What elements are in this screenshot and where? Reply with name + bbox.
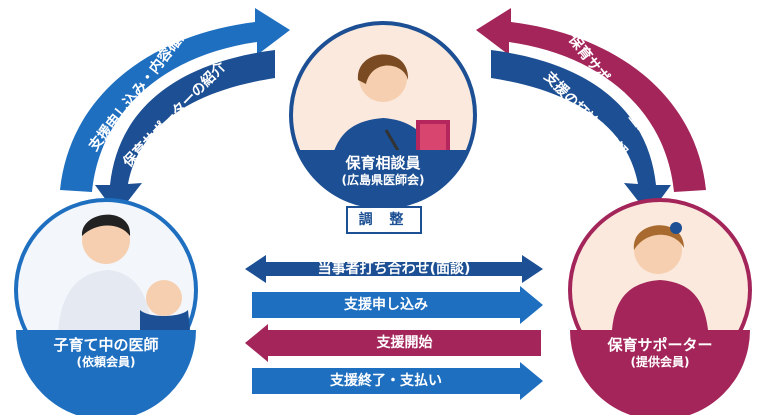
flow-arrow-4: [252, 362, 543, 400]
left-outer-curved-arrow: [60, 8, 290, 192]
left-person-circle: [14, 198, 198, 415]
right-person-circle: [568, 198, 752, 415]
flow-label-4: 支援終了・支払い: [330, 373, 442, 389]
right-role-title: 保育サポーター: [607, 336, 713, 354]
flow-label-3: 支援開始: [376, 335, 433, 351]
right-role-subtitle: (提供会員): [630, 354, 690, 369]
flow-arrow-3: [245, 324, 541, 362]
flow-arrow-1: [245, 255, 543, 283]
right-role-label: 保育サポーター (提供会員): [590, 336, 730, 370]
center-role-subtitle: (広島県医師会): [341, 172, 425, 187]
left-role-title: 子育て中の医師: [53, 336, 159, 354]
left-role-label: 子育て中の医師 (依頼会員): [36, 336, 176, 370]
right-outer-curved-arrow: [476, 8, 706, 192]
flow-label-1: 当事者打ち合わせ(面談): [317, 261, 471, 277]
adjust-label: 調 整: [346, 206, 422, 234]
center-role-label: 保育相談員 (広島県医師会): [323, 154, 443, 188]
left-role-subtitle: (依頼会員): [76, 354, 136, 369]
flow-arrow-2: [252, 286, 543, 324]
flow-label-2: 支援申し込み: [344, 297, 428, 313]
center-role-title: 保育相談員: [345, 154, 421, 172]
